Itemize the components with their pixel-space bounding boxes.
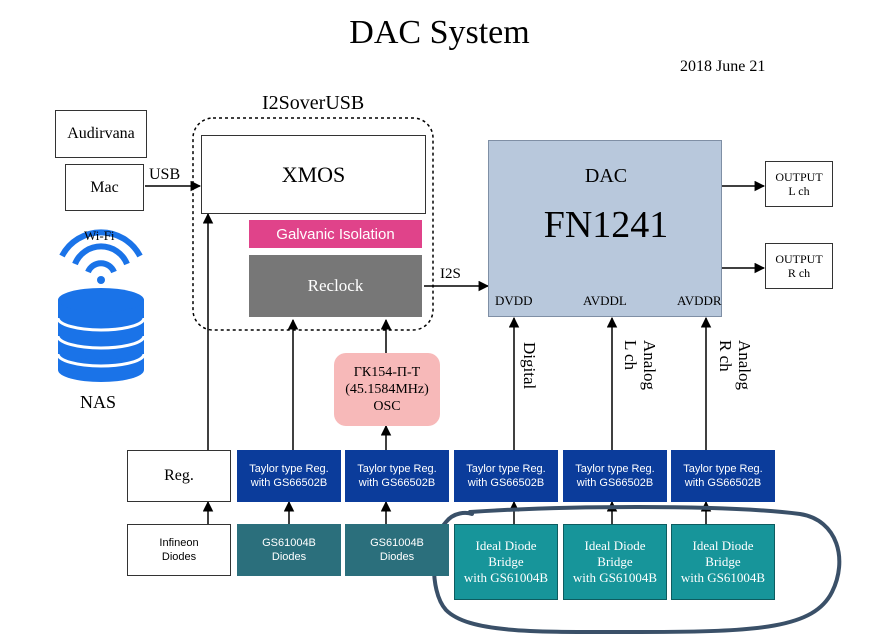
pin-dvdd: DVDD xyxy=(495,293,533,308)
infineon-diodes-box: Infineon Diodes xyxy=(127,524,231,576)
osc-label: OSC xyxy=(373,399,401,414)
pin-avddl: AVDDL xyxy=(583,293,627,308)
output-r-title: OUTPUT xyxy=(775,252,823,266)
dac-label: DAC xyxy=(584,165,628,187)
wifi-label: Wi-Fi xyxy=(84,228,115,243)
audirvana-box: Audirvana xyxy=(55,110,147,158)
i2s-over-usb-label: I2SoverUSB xyxy=(262,92,365,114)
mac-box: Mac xyxy=(65,164,144,211)
output-l-channel: L ch xyxy=(788,184,810,198)
output-r-channel: R ch xyxy=(787,266,811,280)
taylor-reg-4-part: with GS66502B xyxy=(576,477,654,489)
gs-diodes-1-part: GS61004B xyxy=(262,537,316,549)
nas-label: NAS xyxy=(80,392,117,412)
reclock-box: Reclock xyxy=(249,255,422,317)
bridge-3-line2: Bridge xyxy=(705,554,741,569)
ideal-diode-bridge-3: Ideal Diode Bridge with GS61004B xyxy=(671,524,775,600)
bridge-1-line3: with GS61004B xyxy=(463,570,549,585)
gs-diodes-2-part: GS61004B xyxy=(370,537,424,549)
taylor-reg-1-title: Taylor type Reg. xyxy=(249,463,329,475)
wifi-icon xyxy=(59,229,143,284)
taylor-reg-1-part: with GS66502B xyxy=(250,477,328,489)
taylor-reg-4: Taylor type Reg. with GS66502B xyxy=(563,450,667,502)
xmos-box: XMOS xyxy=(201,135,426,214)
pin-avddr: AVDDR xyxy=(677,293,722,308)
taylor-reg-1: Taylor type Reg. with GS66502B xyxy=(237,450,341,502)
output-r-box: OUTPUT R ch xyxy=(765,243,833,289)
oscillator-box: ГК154-П-Т (45.1584MHz) OSC xyxy=(334,353,440,426)
bridge-2-line2: Bridge xyxy=(597,554,633,569)
diagram-date: 2018 June 21 xyxy=(680,58,766,75)
dac-model: FN1241 xyxy=(543,204,669,246)
i2s-over-usb-group-outline xyxy=(192,117,434,331)
bridge-1-line1: Ideal Diode xyxy=(475,538,537,553)
taylor-reg-5: Taylor type Reg. with GS66502B xyxy=(671,450,775,502)
gs-diodes-2: GS61004B Diodes xyxy=(345,524,449,576)
taylor-reg-3: Taylor type Reg. with GS66502B xyxy=(454,450,558,502)
bridge-3-line1: Ideal Diode xyxy=(692,538,754,553)
taylor-reg-2-title: Taylor type Reg. xyxy=(357,463,437,475)
bridge-3-line3: with GS61004B xyxy=(680,570,766,585)
bridge-1-line2: Bridge xyxy=(488,554,524,569)
taylor-reg-3-title: Taylor type Reg. xyxy=(466,463,546,475)
taylor-reg-5-title: Taylor type Reg. xyxy=(683,463,763,475)
infineon-title: Infineon xyxy=(159,537,199,549)
gs-diodes-1: GS61004B Diodes xyxy=(237,524,341,576)
dac-box: DAC FN1241 DVDD AVDDL AVDDR xyxy=(488,140,722,317)
taylor-reg-4-title: Taylor type Reg. xyxy=(575,463,655,475)
taylor-reg-2-part: with GS66502B xyxy=(358,477,436,489)
ideal-diode-bridge-2: Ideal Diode Bridge with GS61004B xyxy=(563,524,667,600)
gs-diodes-2-label: Diodes xyxy=(379,551,415,563)
ideal-diode-bridge-1: Ideal Diode Bridge with GS61004B xyxy=(454,524,558,600)
database-icon xyxy=(56,288,146,382)
bridge-2-line3: with GS61004B xyxy=(572,570,658,585)
taylor-reg-5-part: with GS66502B xyxy=(684,477,762,489)
diagram-title: DAC System xyxy=(349,14,530,51)
usb-label: USB xyxy=(149,166,181,183)
bridge-2-line1: Ideal Diode xyxy=(584,538,646,553)
analog-r-rail-label: Analog R ch xyxy=(716,340,754,391)
regulator-box: Reg. xyxy=(127,450,231,502)
taylor-reg-2: Taylor type Reg. with GS66502B xyxy=(345,450,449,502)
galvanic-isolation-box: Galvanic Isolation xyxy=(249,220,422,248)
i2s-label: I2S xyxy=(440,266,461,282)
analog-l-rail-label: Analog L ch xyxy=(621,340,659,391)
output-l-box: OUTPUT L ch xyxy=(765,161,833,207)
output-l-title: OUTPUT xyxy=(775,170,823,184)
gs-diodes-1-label: Diodes xyxy=(271,551,307,563)
infineon-subtitle: Diodes xyxy=(161,551,197,563)
osc-model: ГК154-П-Т xyxy=(353,365,421,380)
osc-frequency: (45.1584MHz) xyxy=(345,382,429,397)
taylor-reg-3-part: with GS66502B xyxy=(467,477,545,489)
digital-rail-label: Digital xyxy=(520,342,539,390)
